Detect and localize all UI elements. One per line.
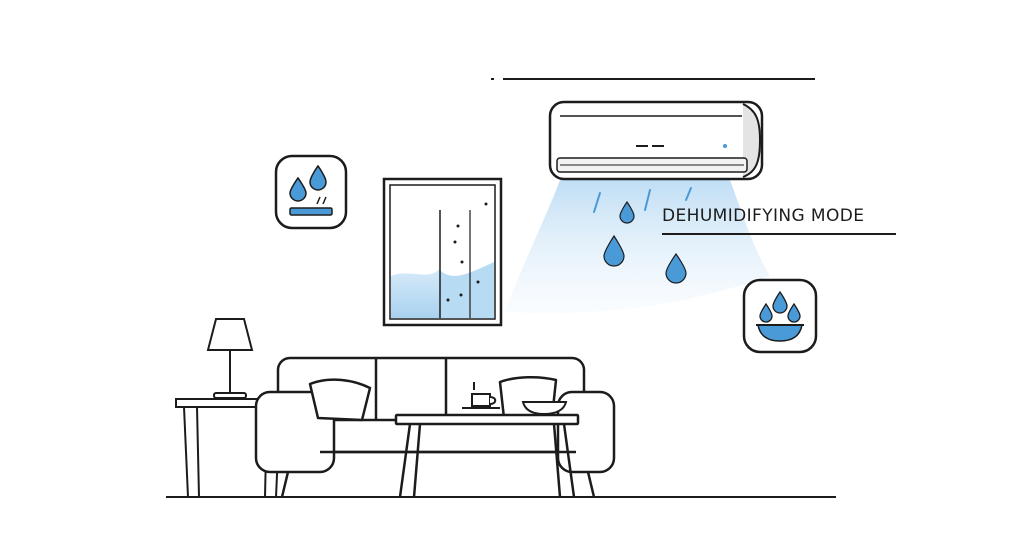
sofa: [254, 356, 616, 498]
wall-window-frame: [382, 177, 503, 327]
table-lamp: [206, 318, 254, 399]
airflow-plume: [505, 180, 770, 314]
water-collection-icon: [742, 278, 818, 354]
coffee-table: [394, 413, 580, 498]
mode-label-underline: [662, 233, 896, 235]
airflow-streaks: [593, 187, 692, 213]
bowl-icon: [521, 401, 568, 416]
water-drop-icon: [603, 234, 625, 267]
water-drop-icon: [665, 252, 687, 284]
falling-water-drops: [603, 200, 687, 284]
water-drop-icon: [619, 200, 635, 224]
humidity-drops-icon: [274, 154, 348, 230]
coffee-cup-icon: [462, 382, 500, 409]
mode-label: DEHUMIDIFYING MODE: [662, 206, 865, 226]
air-conditioner-unit: [548, 100, 764, 181]
status-led: [723, 144, 727, 148]
